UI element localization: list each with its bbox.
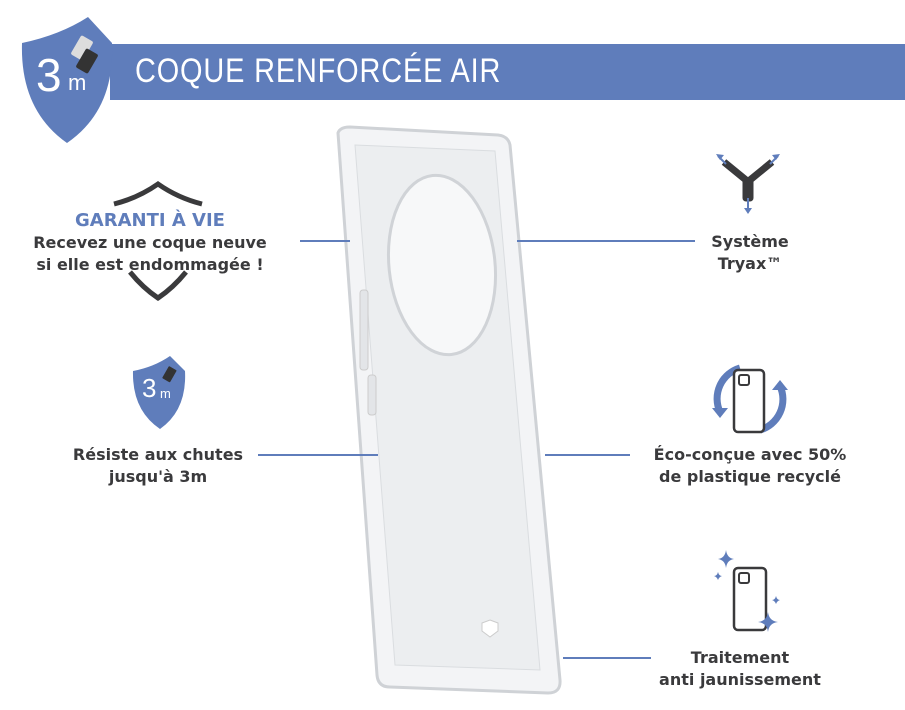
drop-badge-unit: m [160,386,171,401]
connector-line [563,657,651,659]
eco-feature: Éco-conçue avec 50% de plastique recyclé [630,444,870,488]
yellowing-line1: Traitement [690,648,790,667]
tryax-line1: Système [711,232,789,251]
phone-case-image [336,125,562,695]
eco-line1: Éco-conçue avec 50% [653,445,847,464]
yellowing-feature: Traitement anti jaunissement [650,647,830,691]
recycle-phone-icon [712,364,788,434]
connector-line [517,240,695,242]
drop-line1: Résiste aux chutes [72,445,244,464]
eco-line2: de plastique recyclé [658,467,841,486]
badge-number: 3 [36,49,62,101]
tryax-feature: Système Tryax™ [680,231,820,275]
connector-line [300,240,350,242]
connector-line [545,454,630,456]
connector-line [258,454,378,456]
shield-3m-icon [21,17,113,143]
badge-unit: m [68,70,87,95]
title-banner [110,44,905,100]
warranty-feature: GARANTI À VIE Recevez une coque neuve si… [20,210,280,276]
drop-feature: Résiste aux chutes jusqu'à 3m [48,444,268,488]
sparkle-phone-icon [714,550,780,632]
drop-badge-number: 3 [142,373,157,403]
warranty-line1: Recevez une coque neuve [33,233,267,252]
page-title: COQUE RENFORCÉE AIR [135,52,502,90]
yellowing-line2: anti jaunissement [659,670,821,689]
warranty-shield-icon [113,180,203,302]
tryax-line2: Tryax™ [717,254,783,273]
warranty-title: GARANTI À VIE [75,210,225,231]
warranty-line2: si elle est endommagée ! [36,255,264,274]
drop-shield-icon [132,356,186,429]
tryax-icon [716,154,780,214]
drop-line2: jusqu'à 3m [108,467,208,486]
